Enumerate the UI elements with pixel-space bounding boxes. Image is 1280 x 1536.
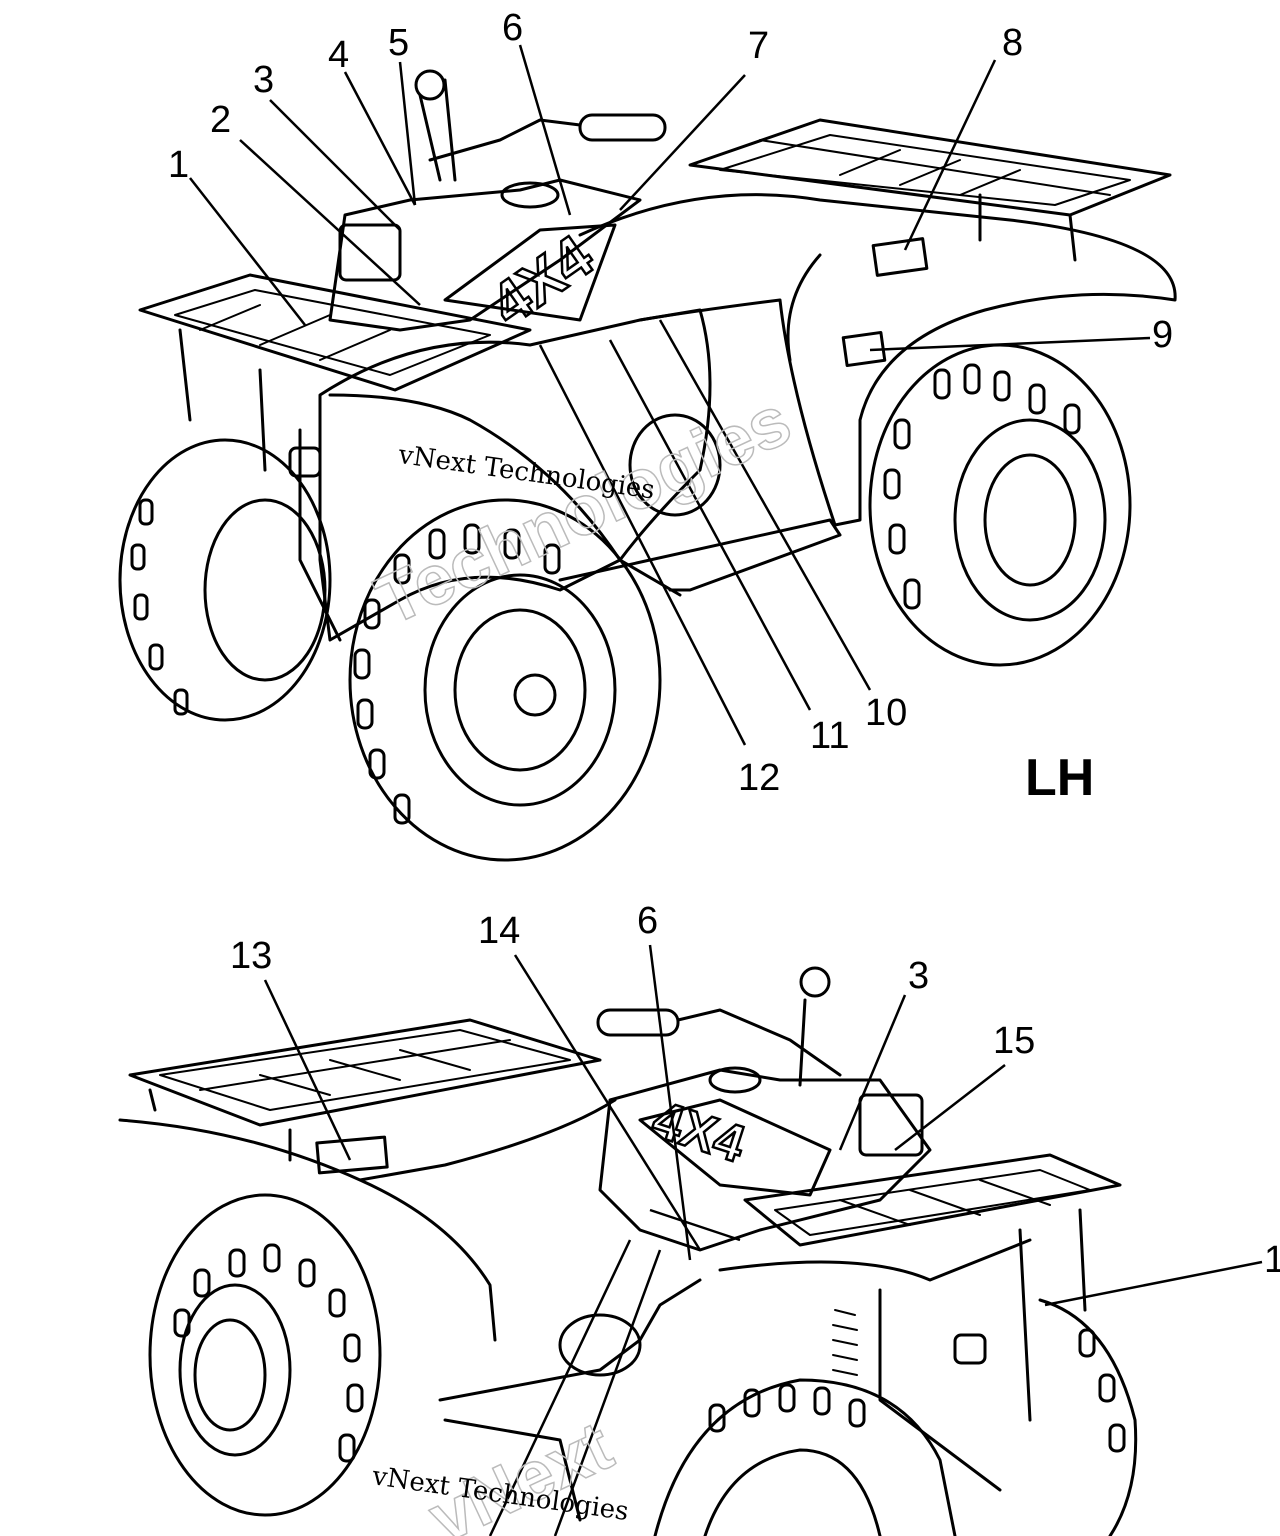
callout-9-top: 9 [1152, 314, 1173, 356]
front-wheel-right-top [348, 498, 662, 862]
decal-4x4-bottom-label: 4X4 [646, 1090, 752, 1174]
callouts-bottom: 13 14 6 3 15 1 [230, 900, 1280, 1281]
watermark-top: Technologies vNext Technologies [364, 380, 803, 641]
callout-5-top: 5 [388, 22, 409, 64]
handlebar-bottom [596, 966, 842, 1094]
callout-15-bottom: 15 [993, 1020, 1035, 1062]
rear-rack-top [688, 118, 1172, 262]
callout-2-top: 2 [210, 99, 231, 141]
decal-4x4-bottom: 4X4 [638, 1089, 832, 1197]
callout-3-bottom: 3 [908, 955, 929, 997]
callout-12-top: 12 [738, 757, 780, 799]
atv-right-side-view: 4X4 [118, 966, 1138, 1536]
callouts-top: 1 2 3 4 5 6 7 8 9 10 11 12 [168, 7, 1173, 799]
front-wheel-bottom [653, 1298, 1138, 1536]
callout-4-top: 4 [328, 34, 349, 76]
decal-9-top [841, 330, 887, 368]
callout-14-bottom: 14 [478, 910, 520, 952]
decal-13-bottom [315, 1135, 389, 1175]
watermark-ghost-top: Technologies [365, 381, 802, 640]
side-label-lh: LH [1025, 749, 1094, 807]
callout-11-top: 11 [810, 715, 849, 757]
decal-8-top [871, 237, 929, 277]
callout-6-top: 6 [502, 7, 523, 49]
callout-1-top: 1 [168, 144, 189, 186]
handlebar-top [414, 69, 667, 209]
rear-wheel-top [868, 343, 1132, 667]
leaders-bottom [263, 944, 1263, 1536]
callout-1-bottom: 1 [1264, 1239, 1280, 1281]
callout-6-bottom: 6 [637, 900, 658, 942]
rear-wheel-bottom [148, 1193, 382, 1517]
callout-10-top: 10 [865, 692, 907, 734]
rear-rack-bottom [128, 1018, 602, 1162]
front-rack-bottom [743, 1153, 1122, 1422]
callout-3-top: 3 [253, 59, 274, 101]
leaders-top [189, 44, 1151, 746]
callout-7-top: 7 [748, 25, 769, 67]
front-rack-top [138, 273, 532, 472]
watermark-bottom: vNext vNext Technologies [369, 1406, 630, 1536]
callout-8-top: 8 [1002, 22, 1023, 64]
callout-13-bottom: 13 [230, 935, 272, 977]
